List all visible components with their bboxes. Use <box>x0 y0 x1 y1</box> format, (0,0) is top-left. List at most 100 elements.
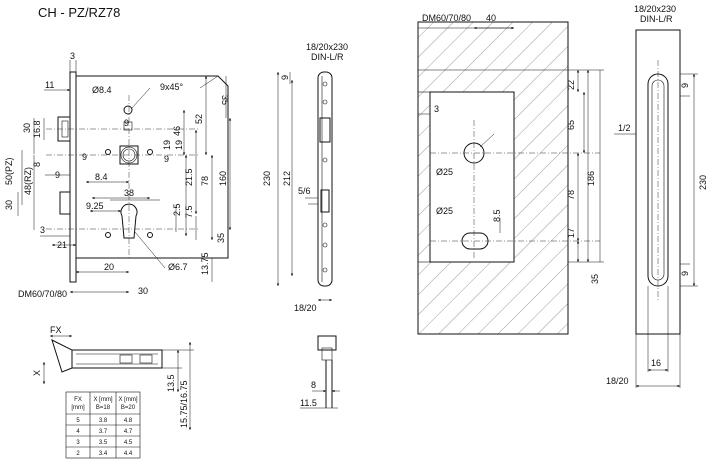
dm-label-right: DM60/70/80 <box>422 13 471 23</box>
dim-15-75: 15.75/16.75 <box>179 380 189 428</box>
dim-21: 21 <box>57 240 67 250</box>
mounting-hole-top <box>123 105 133 115</box>
dim-8-5: 8.5 <box>492 209 502 222</box>
table-cell: 3.5 <box>99 440 108 446</box>
dim-8-a: 8 <box>32 162 42 167</box>
dim-30-b: 30 <box>4 200 14 210</box>
dim-19-a: 19 <box>162 140 172 150</box>
dim-2-5: 2.5 <box>172 203 182 216</box>
dead-bolt <box>59 191 71 215</box>
dim-8-b: 8 <box>311 380 316 390</box>
dim-3-b: 3 <box>40 225 45 235</box>
table-cell: 4.4 <box>124 451 133 457</box>
dim-30-c: 30 <box>138 286 148 296</box>
forend-plate-right-view <box>635 29 681 335</box>
dim-78: 78 <box>200 176 210 186</box>
table-cell: 5 <box>76 418 80 424</box>
fx-table <box>65 391 141 459</box>
table-header-cell: X [mm] <box>94 397 113 403</box>
strike-detail-view <box>300 335 340 409</box>
table-cell: 3 <box>76 440 80 446</box>
cylinder-cutout <box>120 203 138 239</box>
dim-5-6: 5/6 <box>298 186 311 196</box>
dim-dia-25-a: Ø25 <box>436 167 453 177</box>
table-cell: 4 <box>76 429 80 435</box>
dim-48-rz: 48(RZ) <box>23 167 33 195</box>
dim-78-b: 78 <box>566 190 576 200</box>
side-forend <box>51 339 73 373</box>
door-dimensions <box>418 26 604 263</box>
dim-9-f: 9 <box>680 83 690 88</box>
table-cell: 3.7 <box>99 429 108 435</box>
dm-label-left: DM60/70/80 <box>18 289 67 299</box>
forend-plate-view <box>317 71 333 287</box>
dim-35-top: 35 <box>220 95 230 105</box>
dim-65: 65 <box>566 120 576 130</box>
dim-9-a: 9 <box>124 118 129 128</box>
dim-30-a: 30 <box>22 123 32 133</box>
strike-din-label: DIN-L/R <box>640 14 673 24</box>
dim-3-c: 3 <box>434 104 439 114</box>
dim-dia-25-b: Ø25 <box>436 206 453 216</box>
dim-fx: FX <box>50 325 62 335</box>
dim-13-5: 13.5 <box>166 374 176 392</box>
dim-46: 46 <box>172 126 182 136</box>
dim-chamfer: 9x45° <box>160 82 184 92</box>
table-cell: 3.8 <box>99 418 108 424</box>
drawing-title: CH - PZ/RZ78 <box>38 5 120 20</box>
table-cell: 4.8 <box>124 418 133 424</box>
dim-21-5: 21.5 <box>184 168 194 186</box>
dim-35-bottom: 35 <box>216 233 226 243</box>
table-header-cell: [mm] <box>71 405 85 411</box>
dim-9-b: 9 <box>82 152 87 162</box>
lock-body-front-view <box>46 71 229 283</box>
dim-11: 11 <box>45 80 54 90</box>
dim-35-c: 35 <box>590 274 600 284</box>
strike-block <box>317 335 337 351</box>
dim-9-g: 9 <box>680 271 690 276</box>
dim-dia-8-4: Ø8.4 <box>92 85 112 95</box>
dim-16: 16 <box>651 358 661 368</box>
dim-8-4: 8.4 <box>95 172 108 182</box>
dim-20: 20 <box>104 262 114 272</box>
dim-160: 160 <box>218 171 228 186</box>
dim-7-5: 7.5 <box>184 205 194 218</box>
table-cell: 4.5 <box>124 440 133 446</box>
dim-50-pz: 50(PZ) <box>4 157 14 185</box>
table-cell: 4.7 <box>124 429 133 435</box>
dim-x: X <box>32 370 42 376</box>
table-cell: 2 <box>76 451 80 457</box>
dim-9-d: 9 <box>55 170 60 180</box>
strike-plate-outer <box>635 29 681 335</box>
dim-1-2: 1/2 <box>618 123 631 133</box>
right-forend-dimensions <box>614 73 698 388</box>
dim-17: 17 <box>566 228 576 238</box>
forend-din-label: DIN-L/R <box>311 52 344 62</box>
dim-230-b: 230 <box>698 175 708 190</box>
lock-case <box>75 75 229 259</box>
forend-strip <box>69 71 77 283</box>
side-case <box>71 349 163 369</box>
dim-11-5: 11.5 <box>300 398 317 408</box>
dim-9-c: 9 <box>164 154 169 164</box>
dim-9-25: 9.25 <box>86 201 104 211</box>
dim-19-b: 19 <box>174 140 184 150</box>
dim-38: 38 <box>124 188 134 198</box>
dim-18-20-a: 18/20 <box>294 303 317 313</box>
dim-40: 40 <box>486 13 496 23</box>
dim-3-top: 3 <box>70 51 75 61</box>
table-header-cell: FX <box>74 397 82 403</box>
dim-16-8: 16.8 <box>32 120 42 138</box>
forend-plate <box>317 71 333 287</box>
lock-pocket <box>429 91 515 263</box>
table-header-cell: B=20 <box>121 405 136 411</box>
lock-side-view <box>42 334 194 430</box>
dim-22: 22 <box>566 80 576 90</box>
strike-size-label: 18/20x230 <box>634 4 676 14</box>
dim-dia-6-7: Ø6.7 <box>168 262 188 272</box>
table-header-cell: X [mm] <box>119 397 138 403</box>
dim-13-75: 13.75 <box>200 252 210 275</box>
table-header-cell: B=18 <box>96 405 111 411</box>
dim-186: 186 <box>586 171 596 186</box>
